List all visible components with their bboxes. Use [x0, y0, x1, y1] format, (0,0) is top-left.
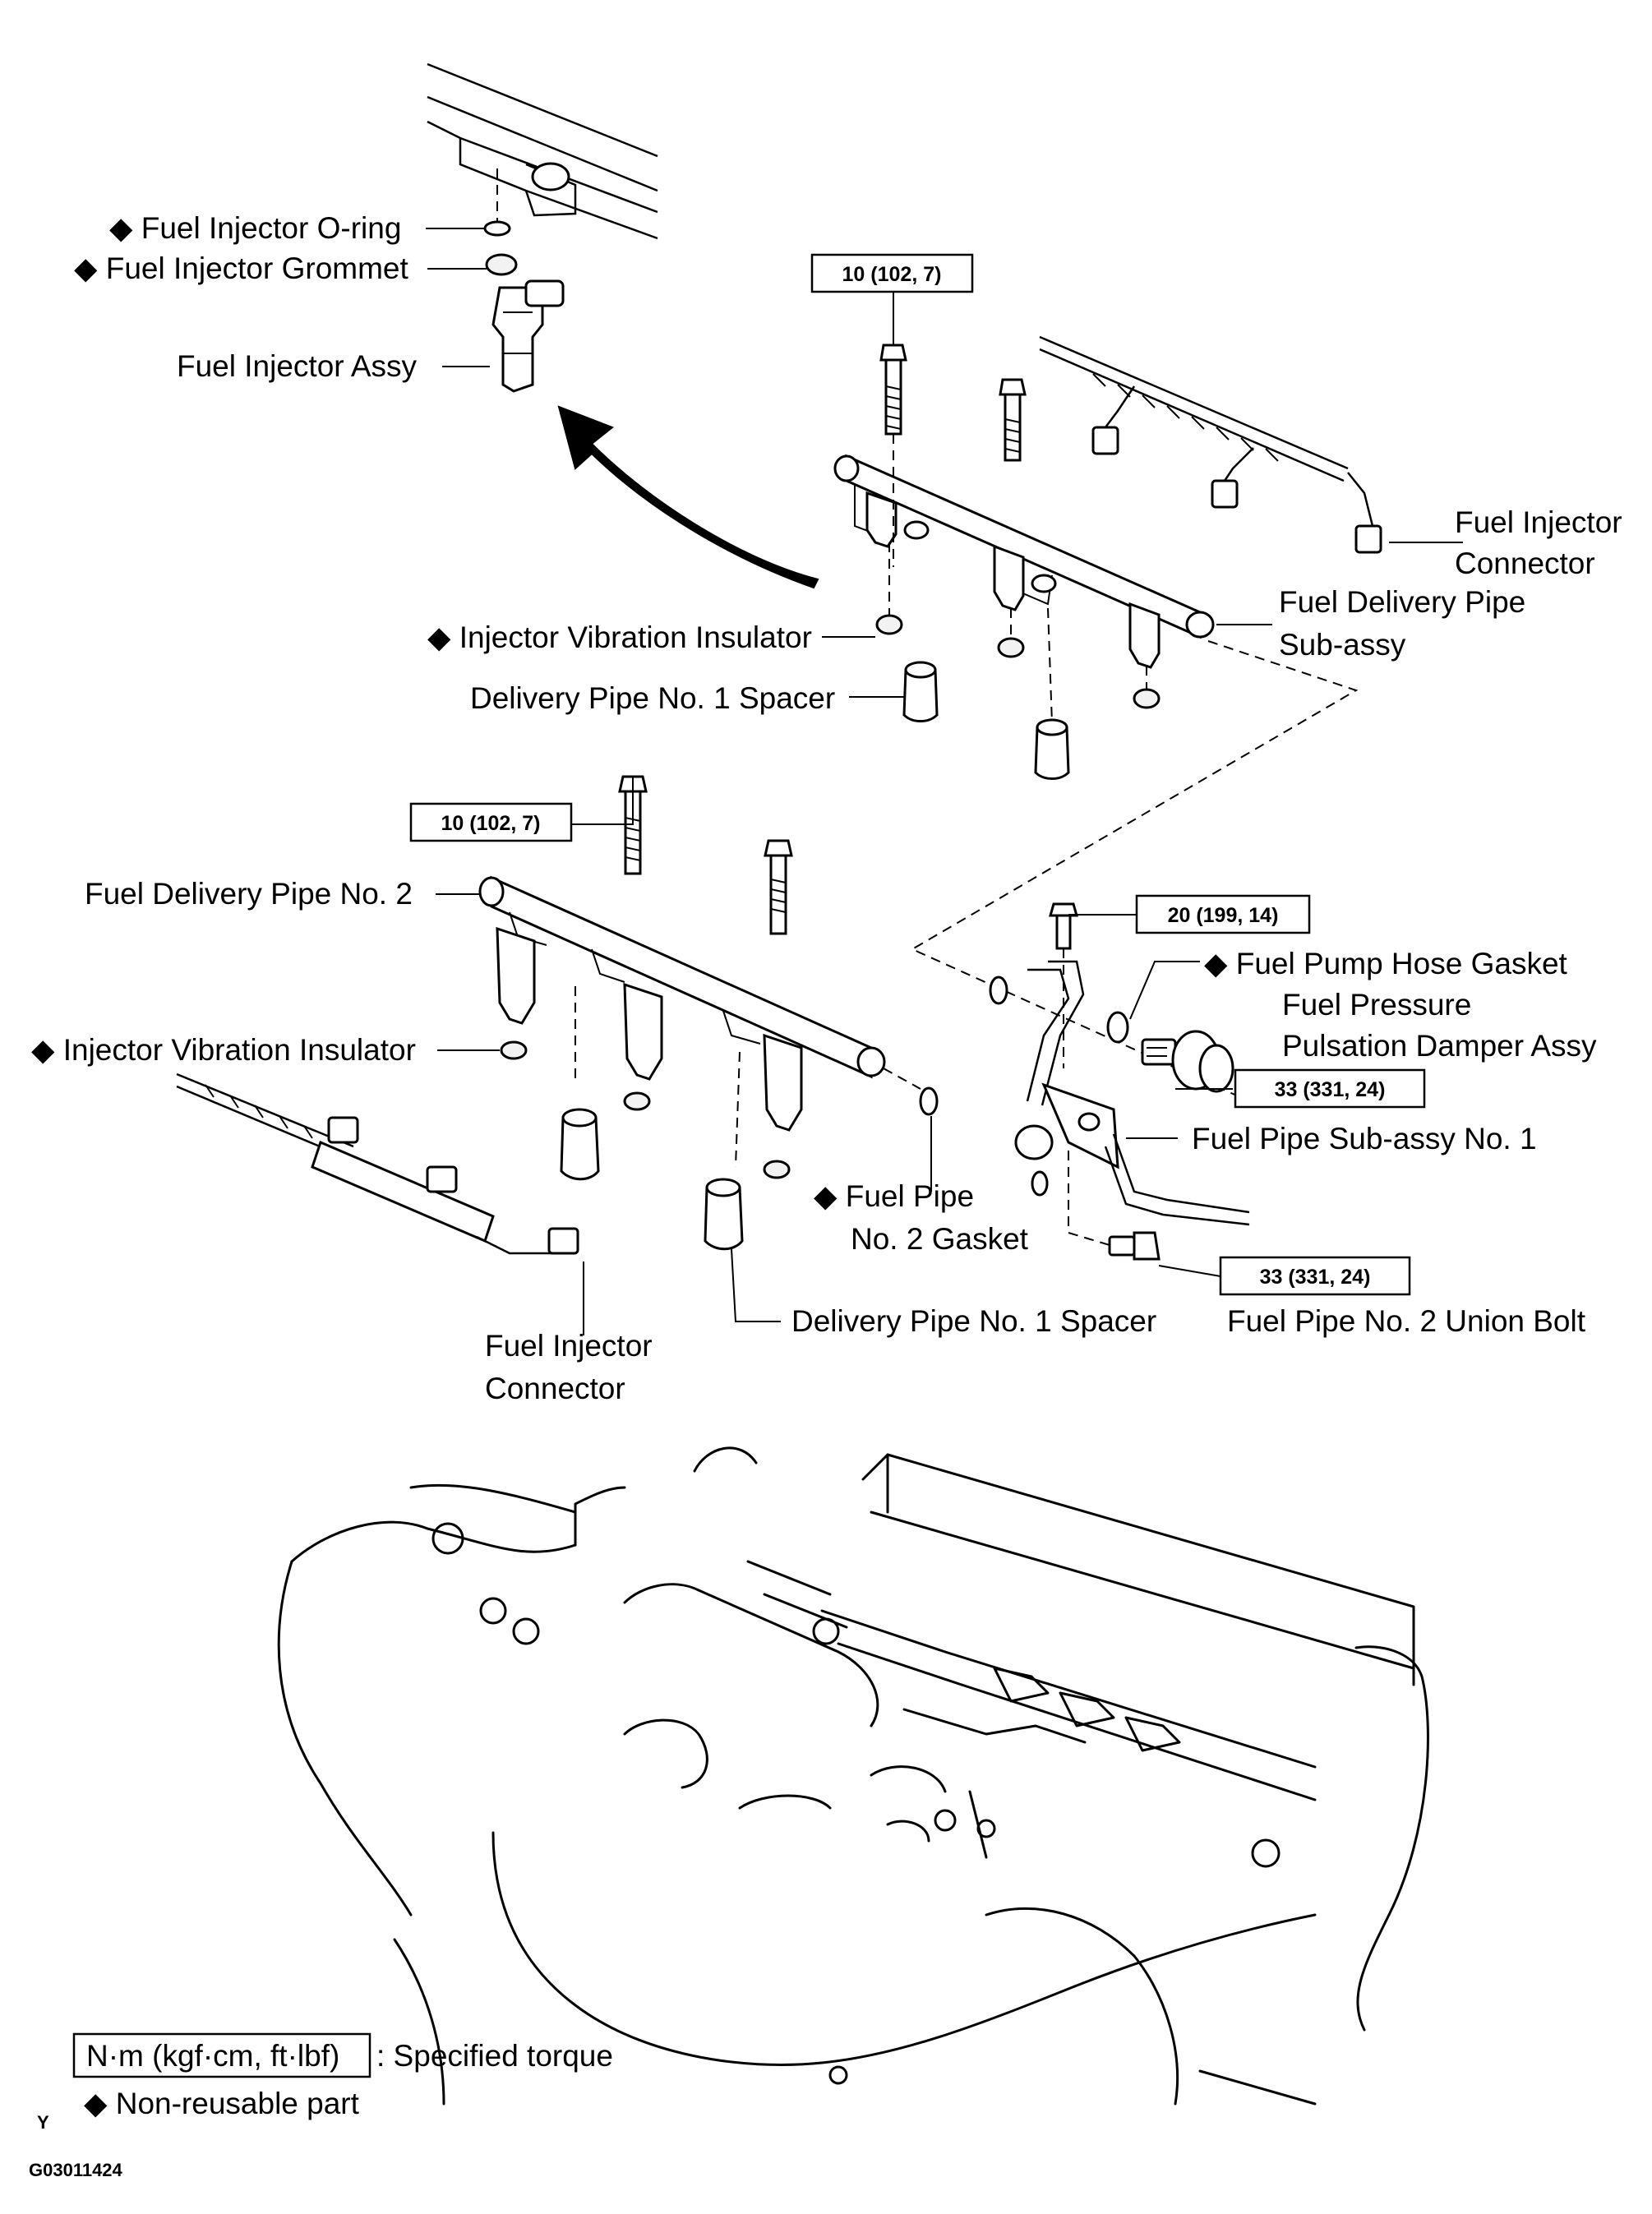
bolt-20nm — [1049, 902, 1078, 1068]
delivery-pipe-spacer-top-2 — [1034, 718, 1070, 780]
bolt-bottom-2 — [735, 839, 793, 1168]
figure-code: G03011424 — [29, 2160, 123, 2180]
label-damper-2: Pulsation Damper Assy — [1282, 1029, 1597, 1063]
label-delivery-pipe-2: Sub-assy — [1279, 628, 1406, 662]
insulator-top-2 — [997, 637, 1025, 658]
torque-value-4: 33 (331, 24) — [1275, 1078, 1386, 1101]
label-delivery-pipe-1: Fuel Delivery Pipe — [1279, 585, 1525, 619]
torque-box-4: 33 (331, 24) — [1234, 1068, 1426, 1109]
intake-manifold-detail — [427, 62, 658, 240]
engine-outline — [277, 1446, 1429, 2106]
wire-harness-top — [1039, 335, 1382, 554]
label-gasket-no2-1: ◆ Fuel Pipe — [814, 1179, 974, 1213]
legend: N·m (kgf·cm, ft·lbf) : Specified torque … — [29, 2032, 613, 2180]
fuel-pipe-no2-gasket — [919, 1086, 939, 1116]
delivery-pipe-spacer-top — [902, 661, 939, 722]
torque-value-3: 20 (199, 14) — [1168, 904, 1279, 927]
torque-value-2: 10 (102, 7) — [441, 812, 541, 835]
label-connector-bottom-2: Connector — [485, 1372, 625, 1405]
injector-vibration-insulator-bottom — [500, 1040, 528, 1060]
fuel-pipe-sub-assy-no1 — [989, 960, 1250, 1226]
insulator-bottom-3 — [763, 1160, 791, 1179]
torque-box-5: 33 (331, 24) — [1219, 1256, 1411, 1296]
insulator-top-3 — [1133, 688, 1161, 709]
fuel-pipe-no2-union-bolt — [1068, 1151, 1161, 1261]
label-o-ring: ◆ Fuel Injector O-ring — [109, 211, 401, 245]
torque-box-2: 10 (102, 7) — [409, 802, 573, 842]
label-grommet: ◆ Fuel Injector Grommet — [74, 251, 409, 285]
label-fuel-pipe-subassy: Fuel Pipe Sub-assy No. 1 — [1192, 1122, 1537, 1155]
curved-arrow-icon — [557, 405, 819, 589]
wire-harness-bottom — [176, 1072, 579, 1255]
legend-torque-box-text: N·m (kgf·cm, ft·lbf) — [86, 2039, 339, 2073]
label-insulator-bottom: ◆ Injector Vibration Insulator — [31, 1033, 416, 1067]
label-injector-assy: Fuel Injector Assy — [177, 349, 418, 383]
label-connector-top-1: Fuel Injector — [1455, 505, 1622, 539]
delivery-pipe-spacer-bottom-2 — [704, 1178, 744, 1251]
label-union-bolt: Fuel Pipe No. 2 Union Bolt — [1227, 1304, 1586, 1338]
delivery-pipe-spacer-bottom-1 — [560, 1108, 600, 1181]
footer-mark: Y — [37, 2112, 49, 2133]
bolt-top-2 — [999, 378, 1053, 724]
leader-lines — [426, 228, 1463, 1335]
torque-value-5: 33 (331, 24) — [1260, 1266, 1371, 1289]
injector-vibration-insulator-top — [875, 614, 903, 635]
bolt-top-1 — [879, 344, 907, 567]
torque-box-3: 20 (199, 14) — [1135, 894, 1311, 934]
callout-labels: ◆ Fuel Injector O-ring ◆ Fuel Injector G… — [31, 211, 1622, 1405]
torque-value-1: 10 (102, 7) — [842, 263, 942, 286]
fuel-injector-grommet — [485, 253, 518, 276]
torque-box-1: 10 (102, 7) — [810, 253, 974, 293]
label-pump-hose-gasket: ◆ Fuel Pump Hose Gasket — [1204, 947, 1568, 980]
legend-nonreusable: ◆ Non-reusable part — [84, 2087, 360, 2120]
insulator-bottom-2 — [623, 1091, 651, 1111]
legend-torque-text: : Specified torque — [376, 2039, 613, 2073]
fuel-delivery-pipe-sub-assy — [833, 454, 1215, 669]
label-spacer-top: Delivery Pipe No. 1 Spacer — [470, 681, 835, 715]
label-damper-1: Fuel Pressure — [1282, 988, 1471, 1022]
label-connector-bottom-1: Fuel Injector — [485, 1329, 653, 1363]
fuel-injector-assy — [491, 279, 565, 393]
fuel-pump-hose-gasket — [1106, 1011, 1129, 1044]
label-spacer-bottom: Delivery Pipe No. 1 Spacer — [791, 1304, 1156, 1338]
label-gasket-no2-2: No. 2 Gasket — [851, 1222, 1029, 1256]
label-insulator-top: ◆ Injector Vibration Insulator — [427, 620, 812, 654]
label-connector-top-2: Connector — [1455, 547, 1595, 580]
fuel-delivery-pipe-no2 — [478, 875, 886, 1132]
fuel-pressure-pulsation-damper — [1141, 1030, 1234, 1093]
label-delivery-pipe-no2: Fuel Delivery Pipe No. 2 — [85, 877, 413, 911]
fuel-injector-o-ring — [483, 220, 511, 237]
